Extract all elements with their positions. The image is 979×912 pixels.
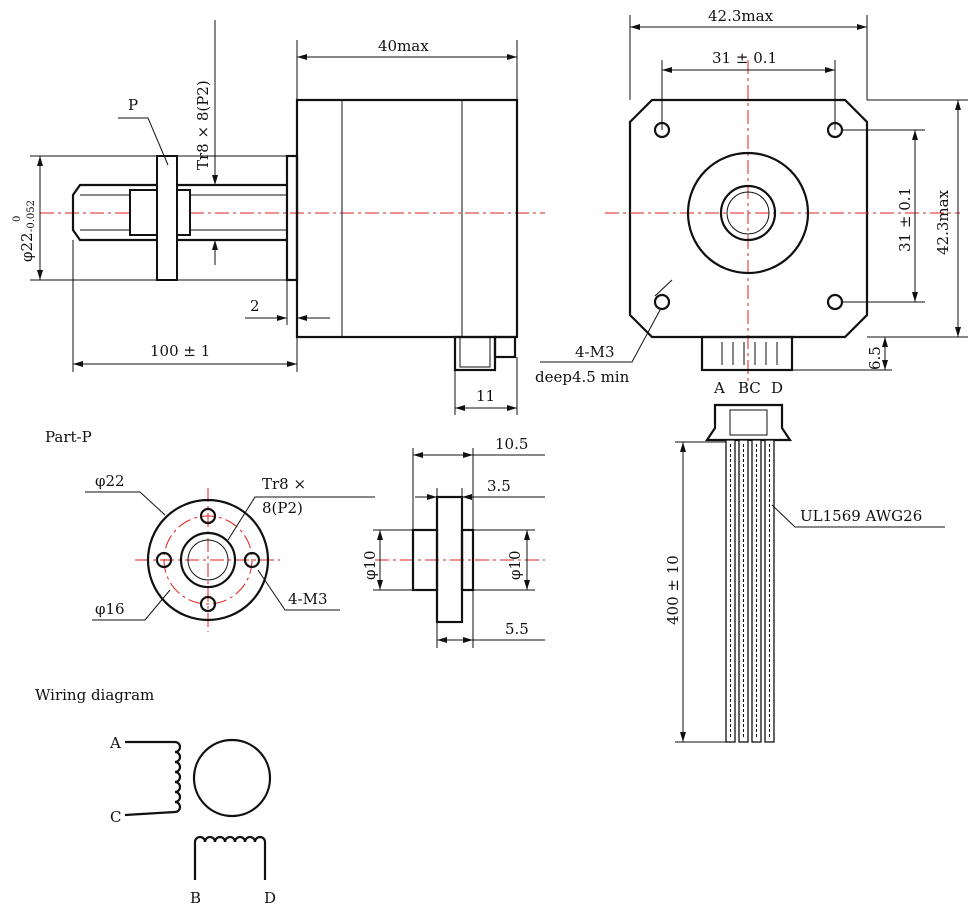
motor-face	[628, 98, 869, 339]
boss-dim: 2	[250, 297, 260, 315]
front-view: 42.3max 31 ± 0.1 31 ± 0.1 42.3max 6.5 4-…	[535, 7, 968, 397]
thread-line1: Tr8 ×	[262, 475, 306, 493]
wiring-title: Wiring diagram	[35, 686, 154, 704]
holes-label: 4-M3	[288, 590, 328, 608]
outer-dia: φ22	[95, 472, 125, 490]
cable-length: 400 ± 10	[664, 555, 682, 625]
connector	[700, 335, 794, 372]
rotor-symbol	[192, 738, 272, 818]
width-dim: 42.3max	[708, 7, 774, 25]
holes-depth: deep4.5 min	[535, 368, 630, 386]
pin-a: A	[713, 379, 725, 397]
nut-p	[156, 155, 178, 281]
label-a: A	[109, 734, 121, 752]
height-dim: 42.3max	[934, 189, 952, 255]
total-len-dim: 100 ± 1	[150, 342, 210, 360]
cable: 400 ± 10 UL1569 AWG26	[664, 403, 945, 743]
label-b: B	[190, 889, 201, 907]
motor-body	[295, 98, 519, 339]
lead-screw	[71, 183, 287, 242]
label-c: C	[110, 808, 121, 826]
cable-spec: UL1569 AWG26	[800, 507, 922, 525]
length-dim: 40max	[378, 37, 429, 55]
front-boss	[285, 154, 299, 282]
connector-dim: 11	[476, 387, 495, 405]
hole-pitch-v: 31 ± 0.1	[896, 187, 914, 252]
thread-line2: 8(P2)	[262, 499, 303, 517]
hub-dia-right: φ10	[506, 550, 524, 580]
pitch-dia: φ16	[95, 600, 125, 618]
dia-tol-lower: -0.052	[26, 200, 37, 232]
connector-height: 6.5	[866, 346, 884, 370]
dia-dim: φ22	[18, 232, 36, 262]
part-p-title: Part-P	[45, 428, 92, 446]
side-view: 40max φ22 0-0.052 Tr8 × 8(P2) P 2 100 ± 1…	[12, 20, 545, 415]
hole-pitch-h: 31 ± 0.1	[712, 49, 777, 67]
flange-dim: 3.5	[487, 477, 511, 495]
hub-dia-left: φ10	[361, 550, 379, 580]
part-p: Part-P φ22 Tr8 × 8(P2) 4-M3 φ16 10.5 3.5…	[45, 428, 545, 648]
coil-ac	[124, 740, 182, 817]
dia-tol-upper: 0	[12, 216, 23, 222]
thread-dim: Tr8 × 8(P2)	[194, 80, 212, 170]
wires	[725, 439, 775, 743]
label-d: D	[264, 889, 276, 907]
plug	[704, 403, 793, 442]
nut-label: P	[128, 96, 138, 114]
width-dim: 10.5	[495, 435, 528, 453]
coil-bd	[193, 835, 267, 880]
pin-bc: BC	[738, 379, 761, 397]
hub-len-dim: 5.5	[505, 620, 529, 638]
wiring-diagram: Wiring diagram A C B D	[35, 686, 276, 907]
holes-label: 4-M3	[575, 343, 615, 361]
pin-d: D	[771, 379, 783, 397]
